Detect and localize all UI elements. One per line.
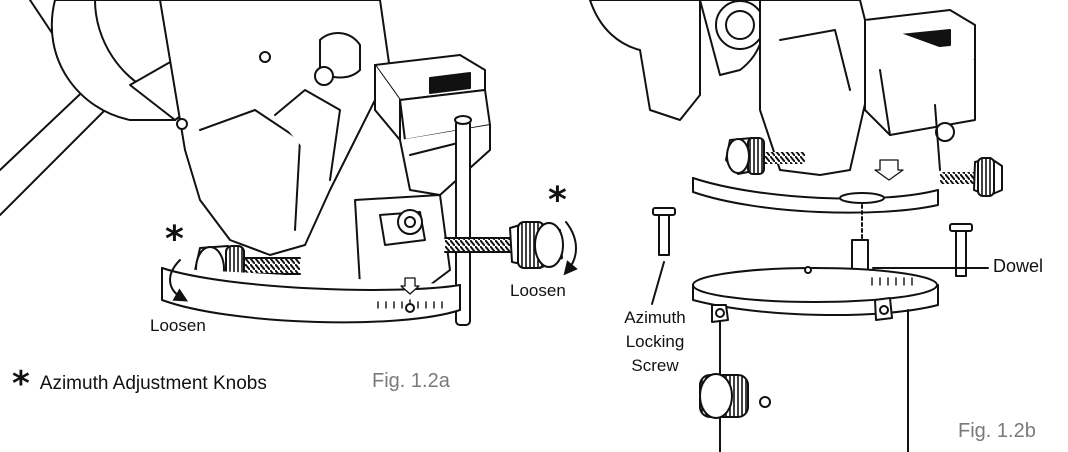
legend: * Azimuth Adjustment Knobs	[12, 364, 267, 404]
screw-label-line-2: Locking	[625, 332, 685, 351]
screw-label-line-1: Azimuth	[624, 308, 686, 327]
asterisk-marker-left: *	[165, 219, 184, 260]
legend-label: Azimuth Adjustment Knobs	[39, 373, 267, 394]
azimuth-locking-screw-label: Azimuth Locking Screw	[612, 306, 698, 378]
asterisk-marker-right: *	[548, 180, 567, 221]
loosen-label-left: Loosen	[150, 316, 206, 335]
dowel-label: Dowel	[993, 256, 1044, 276]
screw-label-line-3: Screw	[631, 356, 679, 375]
fig-a-drawing	[0, 0, 578, 326]
loosen-label-right: Loosen	[510, 281, 566, 300]
fig-b-caption: Fig. 1.2b	[958, 420, 1036, 442]
legend-asterisk-icon: *	[12, 364, 30, 404]
fig-a-caption: Fig. 1.2a	[372, 370, 450, 392]
fig-b-drawing	[589, 0, 1003, 452]
